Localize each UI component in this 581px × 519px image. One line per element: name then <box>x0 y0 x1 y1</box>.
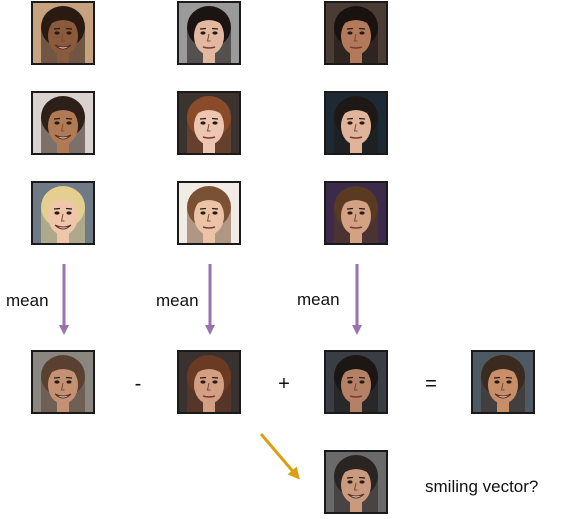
face-col1-row3 <box>31 181 95 245</box>
face-portrait <box>179 93 239 153</box>
face-portrait <box>326 352 386 412</box>
face-portrait <box>33 352 93 412</box>
face-portrait <box>473 352 533 412</box>
face-portrait <box>326 452 386 512</box>
plus-operator: + <box>278 373 290 395</box>
smiling-vector-question: smiling vector? <box>425 477 539 496</box>
face-col2-row1 <box>177 1 241 65</box>
face-portrait <box>33 183 93 243</box>
result-arrow <box>259 433 300 480</box>
face-mean-1 <box>31 350 95 414</box>
face-portrait <box>179 352 239 412</box>
mean-label-3: mean <box>297 290 340 309</box>
face-portrait <box>326 93 386 153</box>
face-portrait <box>179 3 239 63</box>
face-portrait <box>179 183 239 243</box>
face-col1-row2 <box>31 91 95 155</box>
face-smiling-vector <box>324 450 388 514</box>
face-mean-2 <box>177 350 241 414</box>
face-portrait <box>326 183 386 243</box>
face-portrait <box>33 3 93 63</box>
minus-operator: - <box>134 373 142 395</box>
face-result <box>471 350 535 414</box>
face-col3-row1 <box>324 1 388 65</box>
face-col2-row3 <box>177 181 241 245</box>
face-col3-row3 <box>324 181 388 245</box>
face-col2-row2 <box>177 91 241 155</box>
face-col1-row1 <box>31 1 95 65</box>
mean-label-1: mean <box>6 291 49 310</box>
equals-operator: = <box>425 373 437 395</box>
face-mean-3 <box>324 350 388 414</box>
face-portrait <box>326 3 386 63</box>
face-portrait <box>33 93 93 153</box>
mean-label-2: mean <box>156 291 199 310</box>
face-col3-row2 <box>324 91 388 155</box>
